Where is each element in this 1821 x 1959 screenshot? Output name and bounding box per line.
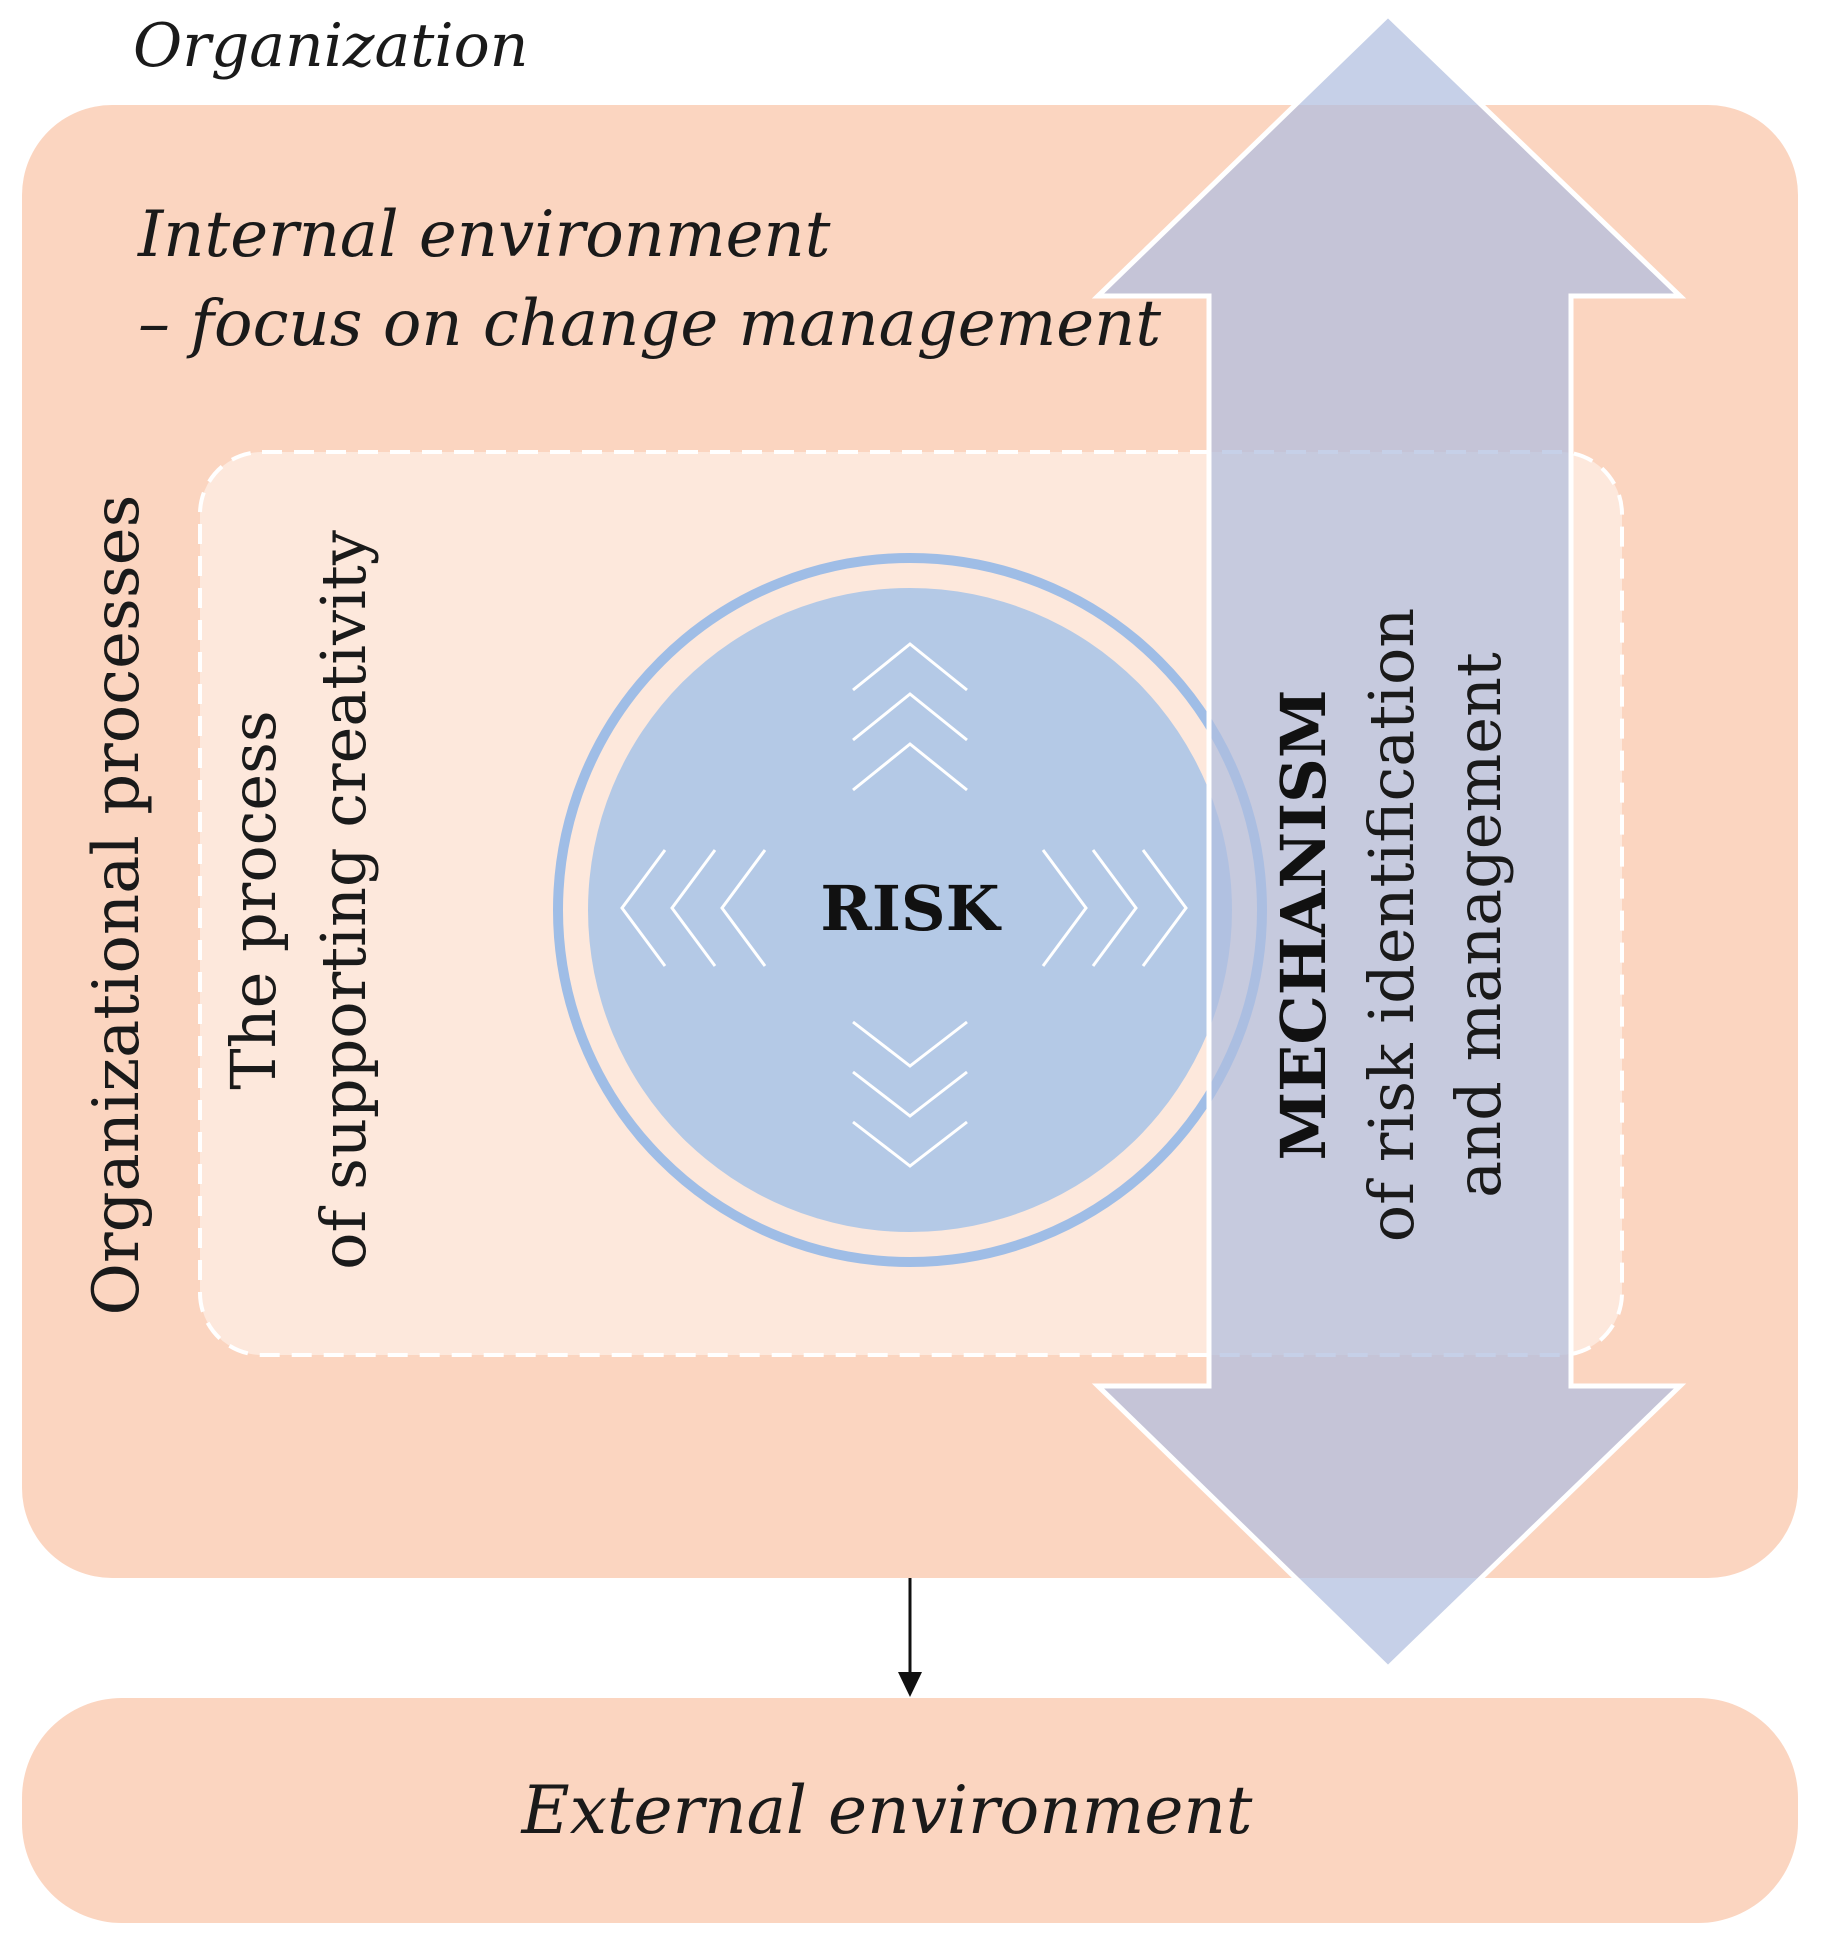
chevron-down-icon: [852, 1020, 968, 1168]
internal-environment-label: Internal environment: [137, 198, 831, 272]
change-management-label: – focus on change management: [138, 287, 1161, 361]
mechanism-double-arrow: [1091, 11, 1687, 1672]
risk-circle: [588, 588, 1232, 1232]
creativity-process-label-2: of supporting creativity: [307, 530, 380, 1270]
organizational-processes-label: Organizational processes: [80, 495, 154, 1316]
chevron-up-icon: [852, 642, 968, 792]
mechanism-label-1: MECHANISM: [1267, 690, 1340, 1161]
mechanism-label-3: and management: [1442, 652, 1515, 1198]
risk-label: RISK: [820, 872, 1001, 945]
chevron-left-icon: [620, 849, 767, 967]
creativity-process-label-1: The process: [217, 710, 290, 1089]
chevron-right-icon: [1041, 849, 1188, 967]
mechanism-label-2: of risk identification: [1355, 608, 1428, 1242]
connector-arrow-head: [898, 1672, 922, 1697]
external-environment-label: External environment: [521, 1772, 1253, 1849]
external-environment-box: [22, 1698, 1798, 1923]
organization-label: Organization: [133, 11, 528, 81]
